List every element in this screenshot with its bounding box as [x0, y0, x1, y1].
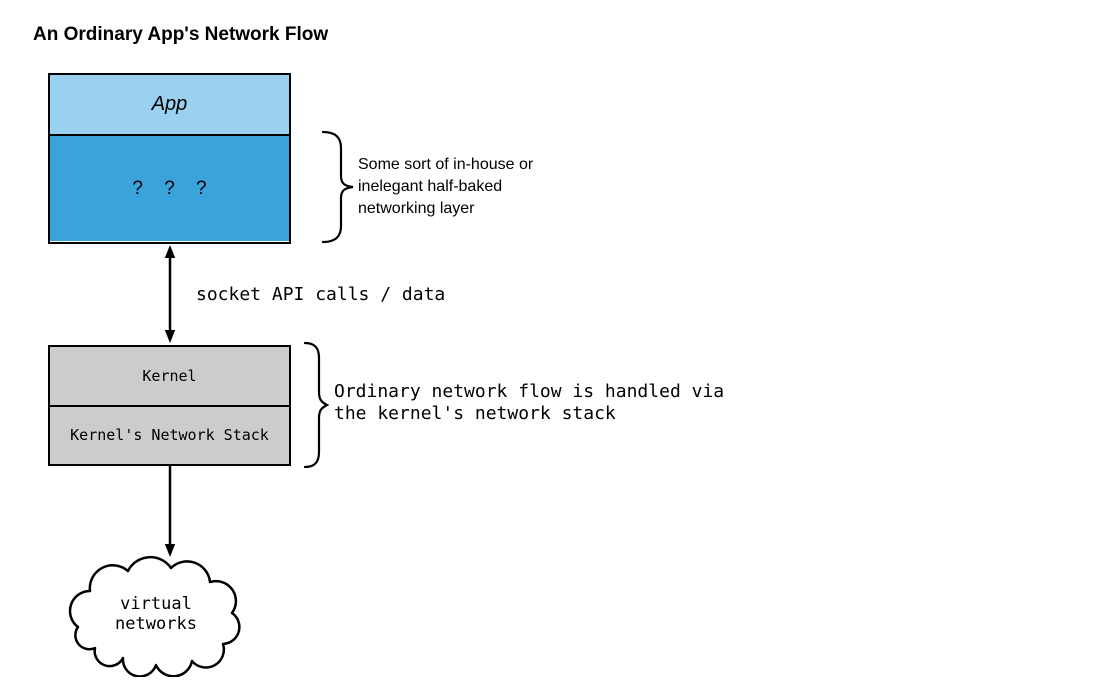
app-label: App	[151, 93, 188, 115]
app-annotation-line: Some sort of in-house or	[358, 156, 534, 173]
kernel-curly-brace-icon	[303, 341, 329, 469]
app-layer-box: App	[50, 75, 289, 136]
cloud-shape	[68, 555, 241, 677]
kernel-annotation-line: the kernel's network stack	[334, 403, 616, 424]
app-stack-box: App ? ? ?	[48, 73, 291, 244]
kernel-stack-box: Kernel Kernel's Network Stack	[48, 345, 291, 466]
down-arrow-icon	[164, 466, 176, 557]
kernel-annotation: Ordinary network flow is handled via the…	[334, 381, 724, 425]
page-title: An Ordinary App's Network Flow	[33, 24, 329, 45]
kernel-annotation-line: Ordinary network flow is handled via	[334, 381, 725, 402]
kernel-box: Kernel	[50, 347, 289, 407]
cloud-label: virtual networks	[62, 551, 250, 677]
socket-arrow-label: socket API calls / data	[196, 284, 446, 305]
app-annotation-line: inelegant half-baked	[358, 178, 503, 195]
unknown-layer-label: ? ? ?	[132, 177, 215, 199]
cloud-label-line: virtual	[120, 594, 192, 614]
kernel-network-stack-label: Kernel's Network Stack	[70, 426, 269, 444]
kernel-label: Kernel	[142, 367, 197, 385]
double-arrow-icon	[164, 245, 176, 343]
kernel-network-stack-box: Kernel's Network Stack	[50, 407, 289, 463]
app-annotation: Some sort of in-house or inelegant half-…	[358, 154, 533, 220]
cloud-label-line: networks	[115, 614, 197, 634]
unknown-networking-layer-box: ? ? ?	[50, 136, 289, 241]
app-curly-brace-icon	[321, 130, 354, 244]
app-annotation-line: networking layer	[358, 200, 475, 217]
